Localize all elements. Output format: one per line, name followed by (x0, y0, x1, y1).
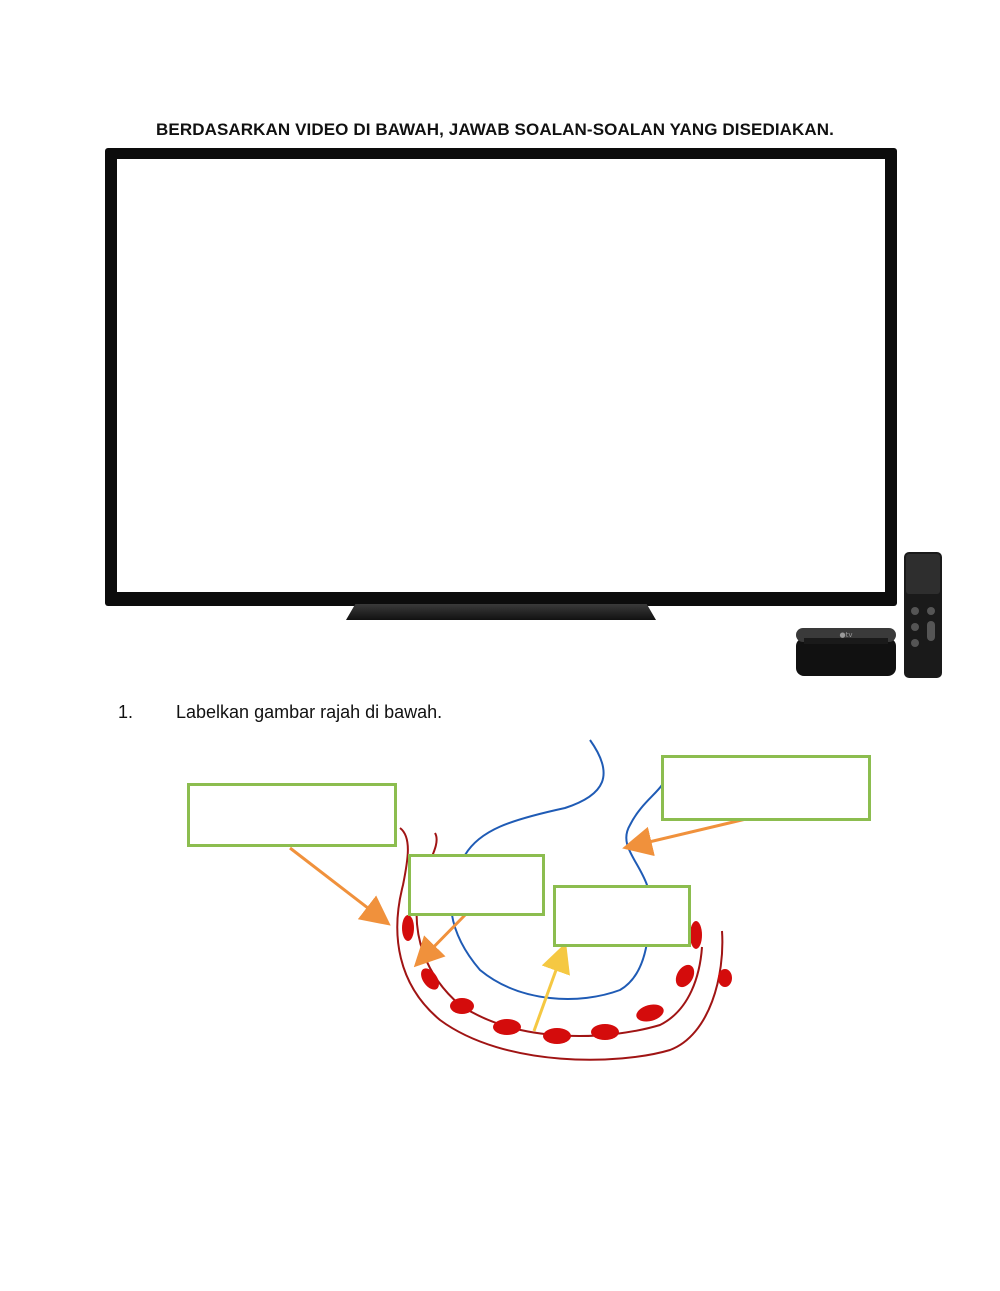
svg-text:●tv: ●tv (840, 631, 853, 639)
label-diagram (150, 735, 900, 1080)
label-box-right-center[interactable] (553, 885, 691, 947)
pointer-arrows (289, 817, 747, 1032)
page-heading: BERDASARKAN VIDEO DI BAWAH, JAWAB SOALAN… (156, 120, 834, 139)
label-box-center[interactable] (408, 854, 545, 916)
video-screen[interactable] (117, 159, 885, 592)
question-text: Labelkan gambar rajah di bawah. (176, 702, 443, 722)
label-box-left[interactable] (187, 783, 397, 847)
tv-stand (346, 604, 656, 620)
media-player-icon: ●tv (796, 628, 896, 676)
label-box-top-right[interactable] (661, 755, 871, 821)
diagram-drawing (289, 739, 747, 1061)
remote-control-icon (904, 552, 942, 678)
cell-layer (402, 915, 732, 1044)
tv-frame (105, 148, 897, 606)
question-number: 1. (118, 702, 134, 722)
